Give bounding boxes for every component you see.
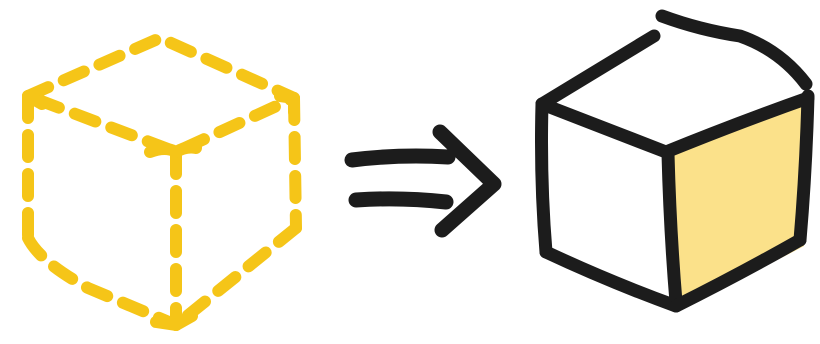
solid-cube-bottom-left-edge [539,245,683,313]
solid-cube-bottom-right-edge [669,233,807,313]
arrow-top-shaft [344,148,456,168]
solid-cube-front-face [542,102,674,300]
dashed-cube-right-edge [288,92,302,234]
solid-cube-left-edge [535,97,553,259]
dashed-cube-bottom-right-edge [170,222,302,331]
solid-cube-right-edge [793,89,815,247]
double-arrow-icon [344,124,502,238]
solid-cube-top-back-outline [655,9,813,91]
dashed-cube-top-face [22,32,300,158]
arrow-bottom-shaft [348,191,454,210]
dashed-cube-icon [22,32,302,331]
solid-cube-center-edge [661,147,683,309]
dashed-cube-bottom-left-edge [22,232,182,331]
solid-cube-icon [535,9,815,313]
solid-cube-top-outline [535,29,661,111]
arrow-head [432,124,502,238]
solid-cube-front-top-edge [535,97,673,159]
dashed-cube-corner-marks [22,90,300,331]
solid-cube-top-right-edge [659,91,815,159]
